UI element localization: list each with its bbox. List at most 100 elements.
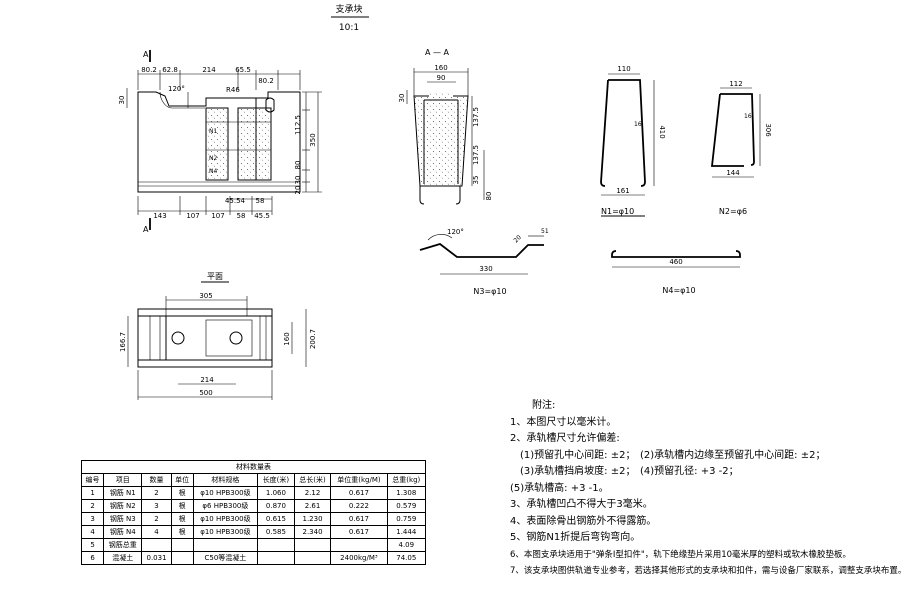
table-row: 3 钢筋 N3 2 根 φ10 HPB300级 0.615 1.230 0.61… bbox=[80, 512, 427, 526]
materials-table: 材料数量表 编号 项目 数量 单位 材料规格 长度(米) 总长(米) 单位重(k… bbox=[80, 460, 427, 565]
plan-dim-top: 305 bbox=[199, 292, 212, 300]
n1-dim-height: 410 bbox=[658, 125, 666, 138]
rebar-tag-n1: N1 bbox=[209, 128, 217, 135]
table-cell: 混凝土 bbox=[103, 551, 143, 565]
elev-radius-label: R46 bbox=[226, 86, 240, 94]
col-header: 项目 bbox=[103, 473, 143, 487]
n2-dim-bottom: 144 bbox=[726, 169, 740, 177]
note-2-1: (1)预留孔中心间距: ±2； bbox=[520, 449, 636, 461]
title-scale: 10:1 bbox=[339, 23, 359, 33]
table-cell: 1.444 bbox=[386, 525, 427, 539]
table-cell: 2.61 bbox=[293, 499, 332, 513]
table-row: 6 混凝土 0.031 C50等混凝土 2400kg/M³ 74.05 bbox=[80, 551, 427, 565]
col-header: 数量 bbox=[141, 473, 172, 487]
rebar-tag-n2: N2 bbox=[209, 155, 217, 162]
table-cell: φ6 HPB300级 bbox=[192, 499, 259, 513]
elev-dim-bottom-4: 58 bbox=[237, 212, 246, 220]
section-dim-right-3: 35 bbox=[472, 176, 480, 185]
col-header: 总长(米) bbox=[293, 473, 332, 487]
table-cell: 0.759 bbox=[386, 512, 427, 526]
section-dim-top-1: 160 bbox=[434, 64, 447, 72]
table-cell bbox=[192, 538, 259, 552]
table-cell bbox=[170, 551, 194, 565]
note-2-2: (2)承轨槽内边缘至预留孔中心间距: ±2； bbox=[640, 449, 826, 461]
section-dim-right-2: 137.5 bbox=[472, 145, 480, 165]
table-cell: 6 bbox=[80, 551, 105, 565]
materials-header-row: 编号 项目 数量 单位 材料规格 长度(米) 总长(米) 单位重(kg/M) 总… bbox=[80, 473, 427, 487]
table-cell: 0.870 bbox=[257, 499, 295, 513]
notes-block: 附注: 1、本图尺寸以毫米计。 2、承轨槽尺寸允许偏差: (1)预留孔中心间距:… bbox=[510, 398, 906, 580]
title-name: 支承块 bbox=[335, 3, 362, 15]
table-cell: 0.617 bbox=[330, 486, 388, 500]
table-cell: 钢筋总重 bbox=[103, 538, 143, 552]
note-2-5: (5)承轨槽高: +3 -1。 bbox=[510, 482, 609, 494]
elev-dim-top-2: 62.8 bbox=[162, 66, 178, 74]
plan-title: 平面 bbox=[207, 272, 223, 281]
table-cell: 根 bbox=[170, 512, 194, 526]
n1-mark: 16 bbox=[634, 121, 642, 128]
table-cell: 3 bbox=[80, 512, 105, 526]
rebar-n3-detail: 120° 20 51 330 N3=φ10 bbox=[419, 228, 549, 296]
elev-dim-left: 30 bbox=[118, 96, 126, 105]
plan-dim-left: 166.7 bbox=[119, 332, 127, 352]
rebar-n2-detail: 112 306 16 144 N2=φ6 bbox=[710, 80, 772, 216]
concrete-zone-left bbox=[206, 108, 228, 180]
table-cell: 根 bbox=[170, 499, 194, 513]
n2-dim-top: 112 bbox=[729, 80, 742, 88]
table-cell: 2 bbox=[141, 486, 172, 500]
table-cell: 4.09 bbox=[386, 538, 427, 552]
note-2: 2、承轨槽尺寸允许偏差: bbox=[510, 433, 620, 444]
table-cell: 1.230 bbox=[293, 512, 332, 526]
table-cell: 2 bbox=[80, 499, 105, 513]
n2-mark: 16 bbox=[744, 113, 752, 120]
table-cell: 钢筋 N1 bbox=[103, 486, 143, 500]
table-cell: 1.308 bbox=[386, 486, 427, 500]
elev-dim-right-5: 20 bbox=[294, 186, 302, 195]
elev-dim-top-5: 80.2 bbox=[258, 77, 274, 85]
note-1: 1、本图尺寸以毫米计。 bbox=[510, 416, 617, 428]
elev-dim-right-2: 350 bbox=[309, 133, 317, 146]
table-cell: 4 bbox=[141, 525, 172, 539]
note-3: 3、承轨槽凹凸不得大于3毫米。 bbox=[510, 499, 653, 510]
table-cell: 5 bbox=[80, 538, 105, 552]
note-4: 4、表面除骨出钢筋外不得露筋。 bbox=[510, 515, 657, 527]
rebar-tag-n4: N4 bbox=[209, 168, 217, 175]
elev-angle-label: 120° bbox=[168, 85, 185, 93]
n4-label: N4=φ10 bbox=[662, 286, 695, 295]
section-a-a: A — A 160 90 30 137.5 137.5 35 80 bbox=[398, 48, 493, 205]
n3-angle: 120° bbox=[447, 228, 464, 236]
plan-bolt-hole-right bbox=[229, 331, 243, 345]
rebar-n4-detail: 460 N4=φ10 bbox=[611, 250, 741, 295]
table-cell bbox=[293, 551, 332, 565]
elev-dim-bottom-inner-1: 45.54 bbox=[225, 197, 246, 205]
n1-label: N1=φ10 bbox=[601, 207, 634, 216]
table-cell bbox=[170, 538, 194, 552]
n3-label: N3=φ10 bbox=[473, 287, 506, 296]
table-cell: 0.222 bbox=[330, 499, 388, 513]
n3-hook: 51 bbox=[541, 228, 549, 235]
table-cell: 1.060 bbox=[257, 486, 295, 500]
plan-dim-bottom: 500 bbox=[199, 389, 212, 397]
note-2-3: (3)承轨槽挡肩坡度: ±2； bbox=[520, 466, 636, 477]
table-cell: 0.617 bbox=[330, 512, 388, 526]
table-cell: 2 bbox=[141, 512, 172, 526]
table-cell: 1 bbox=[80, 486, 105, 500]
section-mark-top: A bbox=[143, 50, 149, 59]
elev-dim-right-3: 80 bbox=[294, 161, 302, 170]
note-5: 5、钢筋N1折提后弯钩弯向。 bbox=[510, 532, 641, 543]
notes-title: 附注: bbox=[532, 400, 556, 411]
concrete-zone-right bbox=[238, 108, 271, 180]
table-cell: 74.05 bbox=[386, 551, 427, 565]
elev-dim-bottom-3: 107 bbox=[211, 212, 224, 220]
table-cell bbox=[293, 538, 332, 552]
elev-dim-top-3: 214 bbox=[202, 66, 216, 74]
elev-dim-right-1: 112.5 bbox=[294, 115, 302, 135]
n2-label: N2=φ6 bbox=[719, 207, 747, 216]
note-2-4: (4)预留孔径: +3 -2； bbox=[640, 466, 739, 477]
table-row: 4 钢筋 N4 4 根 φ10 HPB300级 0.585 2.340 0.61… bbox=[80, 525, 427, 539]
col-header: 单位 bbox=[170, 473, 194, 487]
rebar-n1-detail: 110 410 16 161 N1=φ10 bbox=[600, 65, 666, 217]
elev-dim-bottom-5: 45.5 bbox=[254, 212, 270, 220]
section-dim-right-4: 80 bbox=[485, 192, 493, 201]
col-header: 长度(米) bbox=[257, 473, 295, 487]
